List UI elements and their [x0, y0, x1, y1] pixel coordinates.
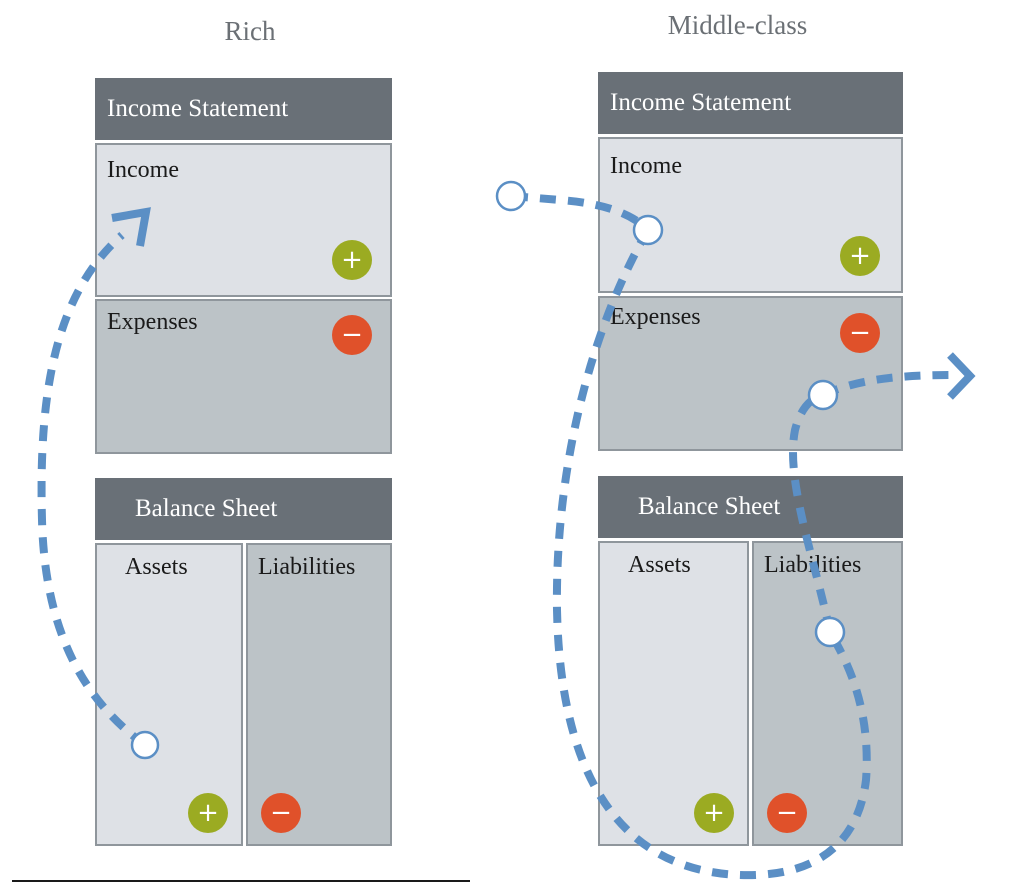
income-box: Income + — [95, 143, 392, 297]
minus-icon: − — [332, 315, 372, 355]
expenses-box: Expenses − — [95, 299, 392, 454]
liabilities-box: Liabilities − — [752, 541, 903, 846]
income-box: Income + — [598, 137, 903, 293]
assets-label: Assets — [628, 552, 691, 578]
balance-sheet-header: Balance Sheet — [95, 478, 392, 540]
plus-icon: + — [332, 240, 372, 280]
liabilities-box: Liabilities − — [246, 543, 392, 846]
income-label: Income — [610, 153, 682, 179]
assets-box: Assets + — [95, 543, 243, 846]
plus-icon: + — [188, 793, 228, 833]
balance-sheet-header: Balance Sheet — [598, 476, 903, 538]
income-statement-header: Income Statement — [95, 78, 392, 140]
assets-label: Assets — [125, 554, 188, 580]
liabilities-label: Liabilities — [258, 554, 356, 580]
flow-node-icon — [495, 180, 527, 212]
expenses-box: Expenses − — [598, 296, 903, 451]
minus-icon: − — [767, 793, 807, 833]
expenses-label: Expenses — [107, 309, 198, 335]
minus-icon: − — [261, 793, 301, 833]
divider-line — [12, 880, 470, 882]
income-label: Income — [107, 157, 179, 183]
column-title-middle-class: Middle-class — [667, 10, 808, 40]
assets-box: Assets + — [598, 541, 749, 846]
income-statement-header: Income Statement — [598, 72, 903, 134]
liabilities-label: Liabilities — [764, 552, 862, 578]
plus-icon: + — [840, 236, 880, 276]
flow-arrow-icon — [947, 352, 976, 400]
plus-icon: + — [694, 793, 734, 833]
minus-icon: − — [840, 313, 880, 353]
expenses-label: Expenses — [610, 304, 701, 330]
column-title-rich: Rich — [224, 16, 276, 46]
